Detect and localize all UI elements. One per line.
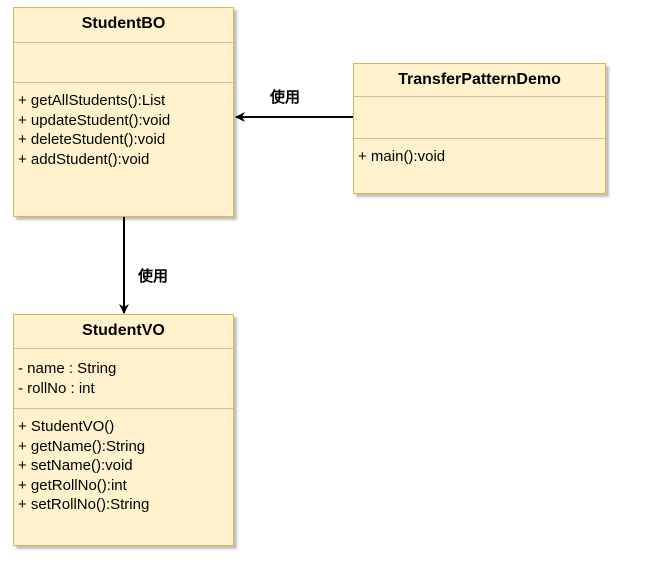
class-name-studentbo: StudentBO <box>14 8 233 43</box>
method-row: + main():void <box>358 148 446 165</box>
attributes-section-studentvo: - name : String - rollNo : int <box>14 349 233 409</box>
method-row: + updateStudent():void <box>18 111 171 129</box>
attributes-section-transferpatterndemo <box>354 97 605 139</box>
class-box-transferpatterndemo[interactable]: TransferPatternDemo + main():void <box>353 63 606 194</box>
attribute-row: - rollNo : int <box>18 379 95 397</box>
method-row: + deleteStudent():void <box>18 131 166 148</box>
methods-section-studentbo: + getAllStudents():List + updateStudent(… <box>14 83 233 216</box>
attribute-row: - name : String <box>18 360 117 377</box>
class-name-studentvo: StudentVO <box>14 315 233 349</box>
method-row: + getAllStudents():List <box>18 92 166 109</box>
relation-label-demo-uses-studentbo: 使用 <box>270 88 301 106</box>
method-row: + setRollNo():String <box>18 496 150 513</box>
class-box-studentbo[interactable]: StudentBO + getAllStudents():List + upda… <box>13 7 234 217</box>
methods-section-studentvo: + StudentVO() + getName():String + setNa… <box>14 409 233 545</box>
method-row: + setName():void <box>18 457 133 474</box>
attributes-section-studentbo <box>14 43 233 83</box>
method-row: + getRollNo():int <box>18 476 127 494</box>
relation-label-studentbo-uses-studentvo: 使用 <box>138 267 169 285</box>
methods-section-transferpatterndemo: + main():void <box>354 139 605 193</box>
method-row: + getName():String <box>18 437 146 455</box>
method-row: + StudentVO() <box>18 418 115 435</box>
class-box-studentvo[interactable]: StudentVO - name : String - rollNo : int… <box>13 314 234 546</box>
class-name-transferpatterndemo: TransferPatternDemo <box>354 64 605 97</box>
method-row: + addStudent():void <box>18 150 150 168</box>
